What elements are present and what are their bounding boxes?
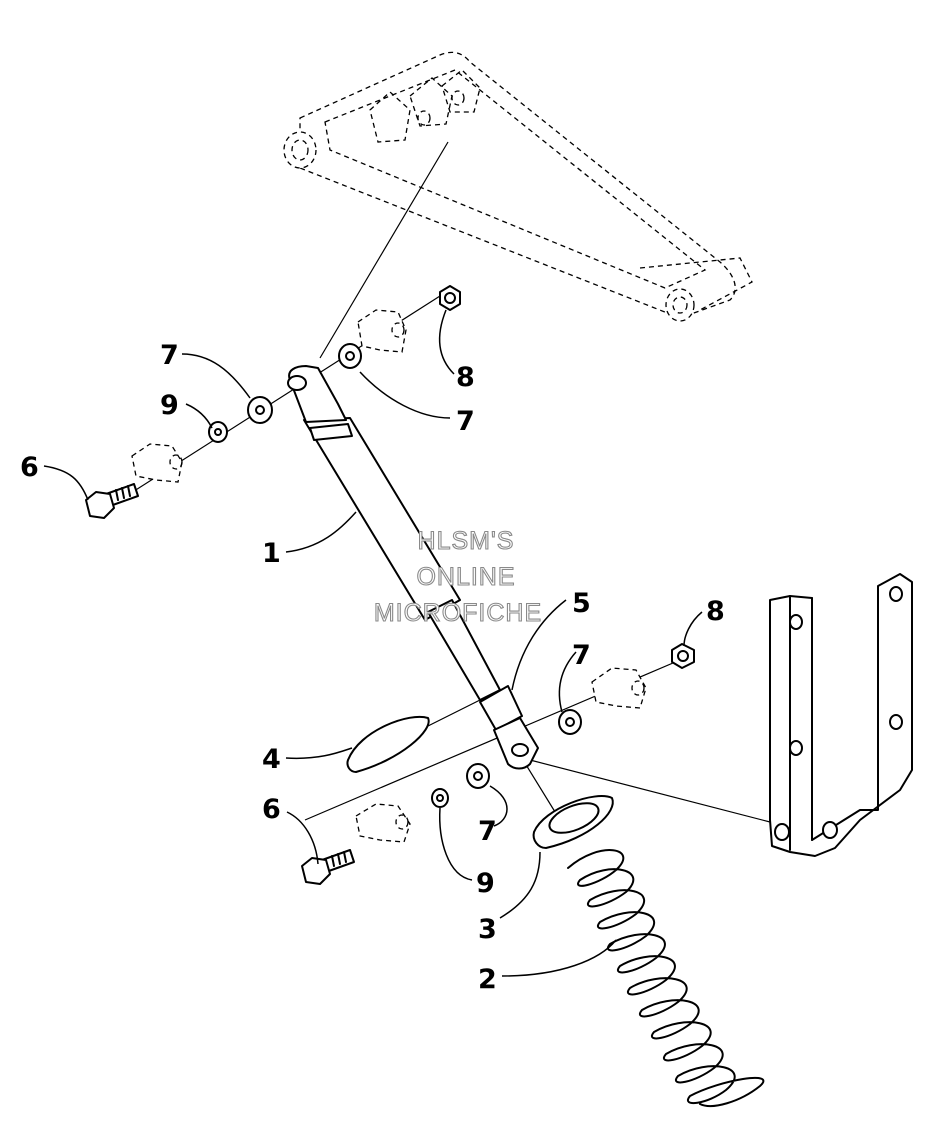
callout-1: 1 bbox=[262, 538, 281, 569]
callout-8-lower: 8 bbox=[706, 596, 725, 627]
shock-absorber bbox=[287, 365, 539, 770]
callout-2: 2 bbox=[478, 964, 497, 995]
callouts: 1 2 3 4 5 6 6 7 7 7 7 8 8 9 9 bbox=[20, 340, 725, 995]
washers bbox=[208, 343, 582, 808]
callout-5: 5 bbox=[572, 588, 591, 619]
callout-9-upper: 9 bbox=[160, 390, 179, 421]
callout-7-upper-left: 7 bbox=[160, 340, 179, 371]
callout-7-upper-right: 7 bbox=[456, 406, 475, 437]
watermark-line-1: HLSM'S bbox=[418, 527, 515, 555]
watermark: HLSM'S ONLINE MICROFICHE bbox=[373, 526, 542, 627]
lock-nuts bbox=[439, 285, 695, 669]
coil-spring bbox=[567, 849, 765, 1107]
leader-lines bbox=[43, 309, 703, 977]
callout-7-lower-left: 7 bbox=[478, 816, 497, 847]
callout-4: 4 bbox=[262, 744, 281, 775]
callout-7-lower-right: 7 bbox=[572, 640, 591, 671]
upper-mount-tabs bbox=[131, 309, 407, 483]
callout-6-lower: 6 bbox=[262, 794, 281, 825]
watermark-line-3: MICROFICHE bbox=[374, 599, 542, 627]
callout-3: 3 bbox=[478, 914, 497, 945]
lower-mount-bracket bbox=[769, 573, 913, 857]
bolts bbox=[85, 483, 355, 885]
callout-6-upper: 6 bbox=[20, 452, 39, 483]
upper-a-arm-reference bbox=[283, 51, 753, 322]
spring-seats bbox=[346, 715, 614, 849]
lower-mount-tabs bbox=[355, 667, 647, 843]
watermark-line-2: ONLINE bbox=[416, 563, 515, 591]
callout-9-lower: 9 bbox=[476, 868, 495, 899]
callout-8-upper: 8 bbox=[456, 362, 475, 393]
